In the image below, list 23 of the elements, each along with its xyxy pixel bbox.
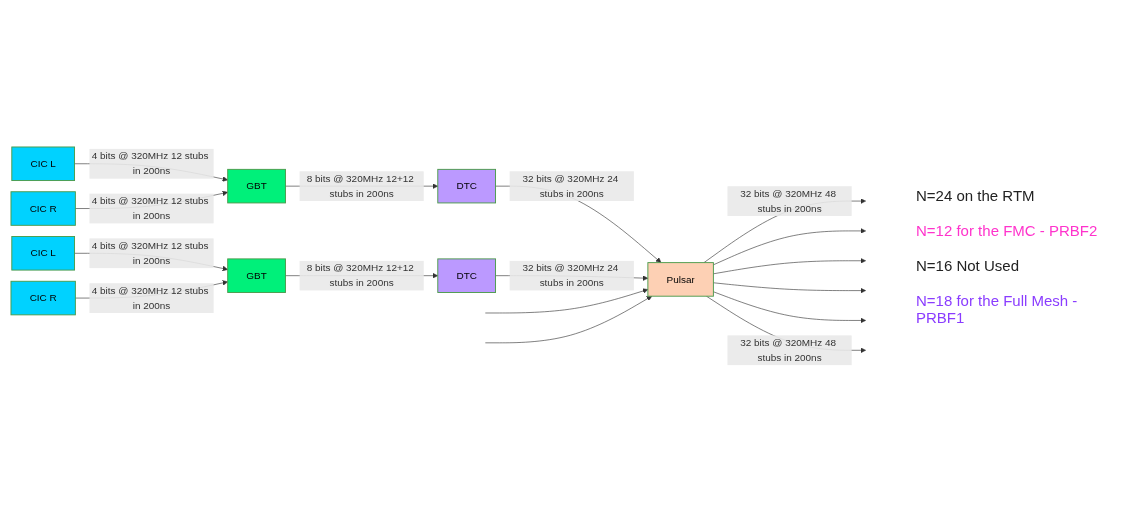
node-box: CIC L bbox=[11, 236, 75, 271]
edge-label: 8 bits @ 320MHz 12+12 stubs in 200ns bbox=[306, 263, 414, 289]
edge-label: 32 bits @ 320MHz 24 stubs in 200ns bbox=[522, 263, 619, 289]
node-box: Pulsar bbox=[647, 262, 714, 298]
edge-label: 4 bits @ 320MHz 12 stubs in 200ns bbox=[91, 151, 209, 177]
node-box: CIC R bbox=[10, 191, 76, 227]
edge-label: 4 bits @ 320MHz 12 stubs in 200ns bbox=[91, 240, 209, 267]
node-box: GBT bbox=[227, 169, 286, 204]
note-text: N=24 on the RTM bbox=[916, 187, 1036, 204]
note-text: N=18 for the Full Mesh - PRBF1 bbox=[916, 292, 1079, 326]
node-box: CIC L bbox=[11, 146, 75, 182]
edge-label: 8 bits @ 320MHz 12+12 stubs in 200ns bbox=[306, 173, 414, 199]
node-box: CIC R bbox=[10, 281, 76, 316]
edge-label: 4 bits @ 320MHz 12 stubs in 200ns bbox=[91, 285, 209, 311]
node-box: DTC bbox=[437, 258, 496, 294]
note-text: N=12 for the FMC - PRBF2 bbox=[916, 222, 1099, 239]
edge-label: 4 bits @ 320MHz 12 stubs in 200ns bbox=[91, 195, 209, 222]
edge-label: 32 bits @ 320MHz 48 stubs in 200ns bbox=[740, 337, 837, 364]
node-box: GBT bbox=[227, 258, 286, 294]
edge-label: 32 bits @ 320MHz 48 stubs in 200ns bbox=[740, 188, 837, 214]
edge-label: 32 bits @ 320MHz 24 stubs in 200ns bbox=[522, 173, 619, 199]
note-text: N=16 Not Used bbox=[916, 257, 1020, 274]
node-box: DTC bbox=[437, 169, 496, 204]
